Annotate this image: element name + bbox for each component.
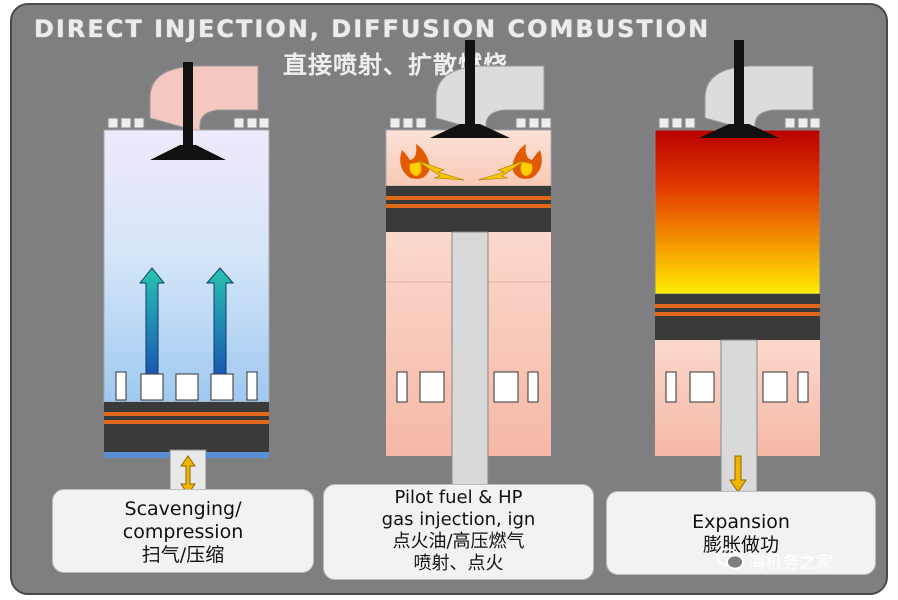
exhaust-duct — [149, 65, 259, 133]
caption-line: Pilot fuel & HP — [394, 487, 523, 508]
caption-line: 点火油/高压燃气 — [392, 531, 525, 552]
caption-line: gas injection, ign — [381, 509, 536, 530]
caption-line: Expansion — [692, 511, 790, 533]
hot-gas-chamber — [654, 129, 821, 295]
exhaust-duct — [704, 65, 814, 133]
caption-injection: Pilot fuel & HP gas injection, ign 点火油/高… — [323, 484, 594, 580]
cylinder-body — [103, 129, 270, 403]
cylinder-liner-right — [488, 232, 551, 456]
exhaust-valve-head — [150, 145, 226, 160]
exhaust-valve-stem — [183, 62, 193, 150]
piston-rod — [451, 231, 489, 503]
caption-scavenging: Scavenging/ compression 扫气/压缩 — [52, 489, 314, 573]
title-english: DIRECT INJECTION, DIFFUSION COMBUSTION — [34, 15, 711, 43]
piston — [104, 402, 269, 458]
stage-injection — [385, 40, 552, 503]
stage-scavenging — [103, 62, 270, 503]
cylinder-liner-left — [386, 232, 452, 456]
motion-arrow — [729, 455, 747, 493]
piston — [655, 294, 820, 340]
caption-line: Scavenging/ — [124, 498, 242, 520]
caption-line: 喷射、点火 — [413, 553, 504, 574]
stage-expansion — [654, 40, 821, 503]
scavenge-air-arrows — [138, 267, 235, 383]
piston — [386, 186, 551, 232]
caption-line: 扫气/压缩 — [141, 544, 225, 566]
caption-line: compression — [122, 521, 244, 543]
flame-icons — [400, 144, 542, 181]
wechat-icon — [716, 548, 744, 570]
exhaust-duct — [435, 65, 545, 133]
watermark-text: 海机务之家 — [748, 553, 833, 573]
